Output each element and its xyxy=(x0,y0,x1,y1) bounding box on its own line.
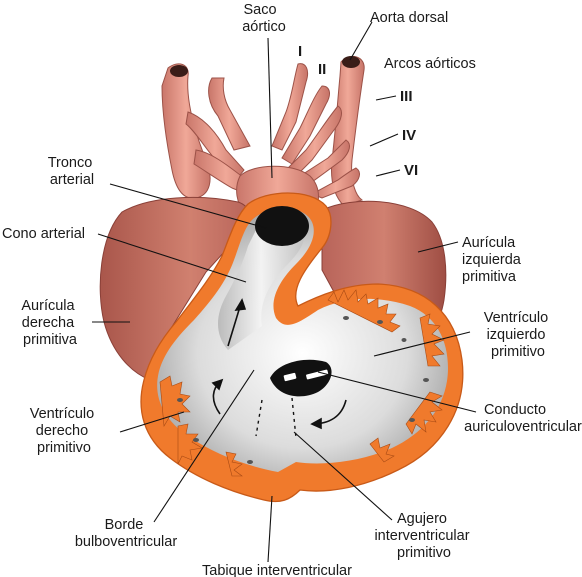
right-atrium xyxy=(99,196,251,381)
aortic-arches xyxy=(161,55,365,215)
leader-auricula-izq xyxy=(417,241,459,253)
label-auricula-izq: Aurícula izquierda primitiva xyxy=(462,235,525,285)
label-arch-I: I xyxy=(298,43,302,60)
right-dorsal-aorta xyxy=(331,55,365,207)
label-tronco: Tronco arterial xyxy=(48,155,97,188)
label-auricula-der: Aurícula derecha primitiva xyxy=(21,298,78,348)
leader-saco xyxy=(267,37,273,179)
leader-tabique xyxy=(267,495,273,563)
leader-conducto xyxy=(317,371,477,413)
trabecular-holes xyxy=(177,316,429,464)
flow-arrows xyxy=(211,298,347,430)
leader-aorta-dorsal xyxy=(349,21,373,61)
leader-cono xyxy=(97,233,247,283)
av-canal-highlight-2 xyxy=(283,372,297,382)
leader-agujero xyxy=(293,431,393,521)
leader-tronco xyxy=(109,183,267,229)
label-arcos: Arcos aórticos xyxy=(384,56,476,72)
conus-interior xyxy=(218,220,305,350)
label-agujero: Agujero interventricular primitivo xyxy=(374,511,473,561)
leader-borde xyxy=(153,369,255,523)
label-borde: Borde bulboventricular xyxy=(75,517,178,550)
label-tabique: Tabique interventricular xyxy=(202,563,352,577)
label-conducto: Conducto auriculoventricular xyxy=(464,402,582,435)
label-saco: Saco aórtico xyxy=(242,2,286,35)
label-aorta-dorsal: Aorta dorsal xyxy=(370,10,448,26)
label-ventriculo-izq: Ventrículo izquierdo primitivo xyxy=(484,310,553,360)
trabeculae xyxy=(159,289,445,477)
leader-arch-VI xyxy=(375,169,401,177)
arch-branch-right-I xyxy=(271,63,309,151)
truncus-lumen xyxy=(255,206,309,246)
av-canal xyxy=(270,359,332,397)
label-arch-VI: VI xyxy=(404,162,418,179)
label-ventriculo-der: Ventrículo derecho primitivo xyxy=(30,406,99,456)
label-cono: Cono arterial xyxy=(2,226,85,242)
leader-arch-III xyxy=(375,95,397,101)
leader-lines xyxy=(92,21,477,563)
label-arch-II: II xyxy=(318,61,326,78)
label-arch-III: III xyxy=(400,88,413,105)
leader-arch-IV xyxy=(369,133,399,147)
interventricular-foramen-dashes xyxy=(255,397,297,439)
arch-branch-left-1 xyxy=(208,77,251,151)
leader-ventriculo-der xyxy=(119,411,185,433)
right-dorsal-aorta-lumen xyxy=(342,56,360,68)
left-dorsal-aorta-lumen xyxy=(170,65,188,77)
label-arch-IV: IV xyxy=(402,127,416,144)
leader-ventriculo-izq xyxy=(373,331,471,357)
av-canal-highlight xyxy=(306,369,329,380)
